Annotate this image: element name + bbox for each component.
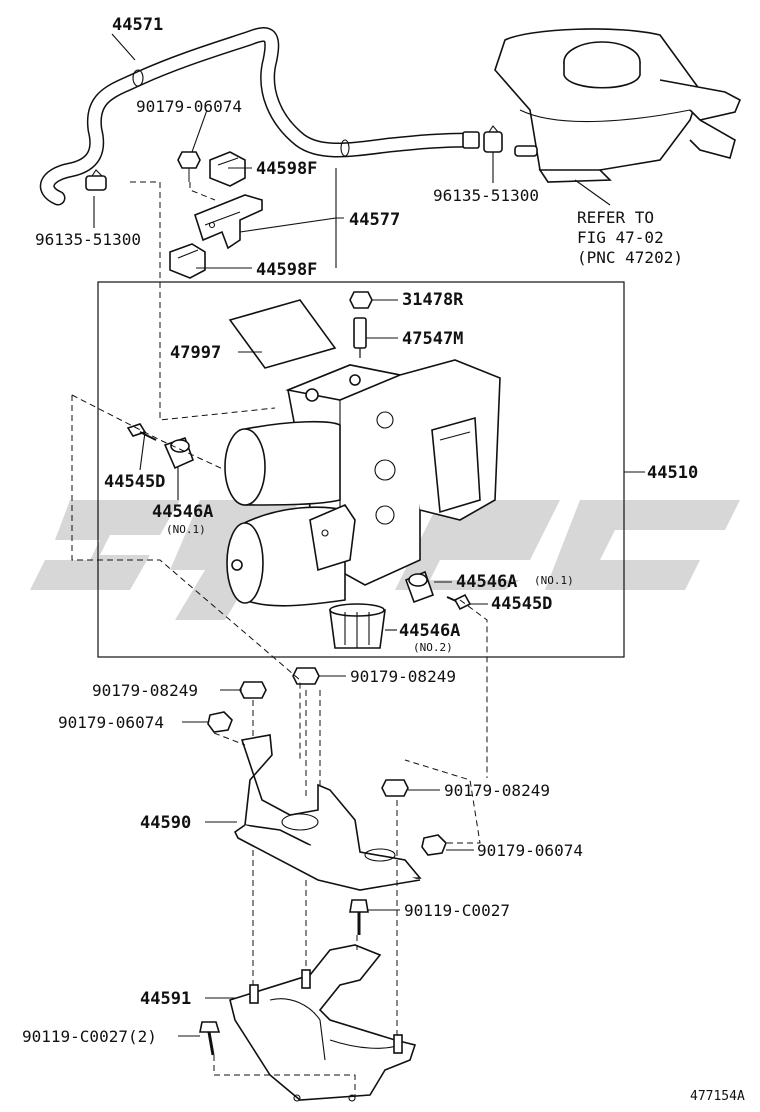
bolt-90179-08249-c xyxy=(381,779,409,797)
label-47997: 47997 xyxy=(170,343,221,363)
leader-lines xyxy=(93,33,645,1037)
refer-line-2: FIG 47-02 xyxy=(577,228,664,247)
label-90179-08249-a: 90179-08249 xyxy=(92,681,198,700)
bolt-90179-08249-a xyxy=(239,681,267,699)
label-44546A-bottom: 44546A xyxy=(399,621,460,641)
hose-clamp-right xyxy=(483,125,503,153)
bolt-90179-06074-right xyxy=(421,834,447,856)
label-44591: 44591 xyxy=(140,989,191,1009)
watermark-logo xyxy=(30,500,740,620)
label-44571: 44571 xyxy=(112,15,163,35)
bracket-44577 xyxy=(194,194,263,250)
label-no1-right: (NO.1) xyxy=(534,574,574,587)
label-44598F-a: 44598F xyxy=(256,159,317,179)
label-44545D-left: 44545D xyxy=(104,472,165,492)
label-44598F-b: 44598F xyxy=(256,260,317,280)
sensor-47547M xyxy=(353,317,367,358)
label-44545D-right: 44545D xyxy=(491,594,552,614)
clip-44598F-lower xyxy=(169,243,206,279)
screw-90119-C0027-2 xyxy=(199,1021,221,1056)
brake-reservoir xyxy=(494,28,742,183)
hose-44571 xyxy=(39,27,480,206)
bushing-44546A-no2 xyxy=(329,603,386,649)
bolt-90179-06074-mid xyxy=(207,711,233,733)
bushing-44546A-right xyxy=(404,570,435,604)
actuator-44510 xyxy=(224,299,501,607)
stud-44591 xyxy=(249,969,403,1054)
label-44546A-left: 44546A xyxy=(152,502,213,522)
refer-line-3: (PNC 47202) xyxy=(577,248,683,267)
bolt-44545D-left xyxy=(126,423,157,441)
assembly-frame xyxy=(97,281,625,658)
label-90119-C0027-2: 90119-C0027(2) xyxy=(22,1027,157,1046)
label-90179-08249-b: 90179-08249 xyxy=(350,667,456,686)
bracket-44591 xyxy=(229,944,417,1102)
label-96135-51300-right: 96135-51300 xyxy=(433,186,539,205)
label-47547M: 47547M xyxy=(402,329,463,349)
label-90179-06074-right: 90179-06074 xyxy=(477,841,583,860)
hose-clamp-left xyxy=(85,169,107,191)
bolt-90179-08249-b xyxy=(292,667,320,685)
label-44577: 44577 xyxy=(349,210,400,230)
bolt-44545D-right xyxy=(446,593,472,611)
label-90179-06074-mid: 90179-06074 xyxy=(58,713,164,732)
label-31478R: 31478R xyxy=(402,290,464,310)
label-96135-51300-left: 96135-51300 xyxy=(35,230,141,249)
label-90179-08249-c: 90179-08249 xyxy=(444,781,550,800)
cap-31478R xyxy=(349,291,373,309)
bolt-90179-06074-top xyxy=(177,151,201,182)
bracket-44590 xyxy=(233,734,422,891)
label-no1-left: (NO.1) xyxy=(166,523,206,536)
label-44546A-right: 44546A xyxy=(456,572,517,592)
label-90179-06074-top: 90179-06074 xyxy=(136,97,242,116)
label-90119-C0027: 90119-C0027 xyxy=(404,901,510,920)
label-no2: (NO.2) xyxy=(413,641,453,654)
screw-90119-C0027 xyxy=(349,899,369,935)
label-44510: 44510 xyxy=(647,463,698,483)
refer-line-1: REFER TO xyxy=(577,208,654,227)
clip-44598F-upper xyxy=(209,151,246,187)
part-labels: 44571 90179-06074 44598F 44577 96135-513… xyxy=(22,15,745,1104)
guide-lines xyxy=(71,181,488,1098)
figure-id: 477154A xyxy=(690,1089,745,1104)
label-44590: 44590 xyxy=(140,813,191,833)
